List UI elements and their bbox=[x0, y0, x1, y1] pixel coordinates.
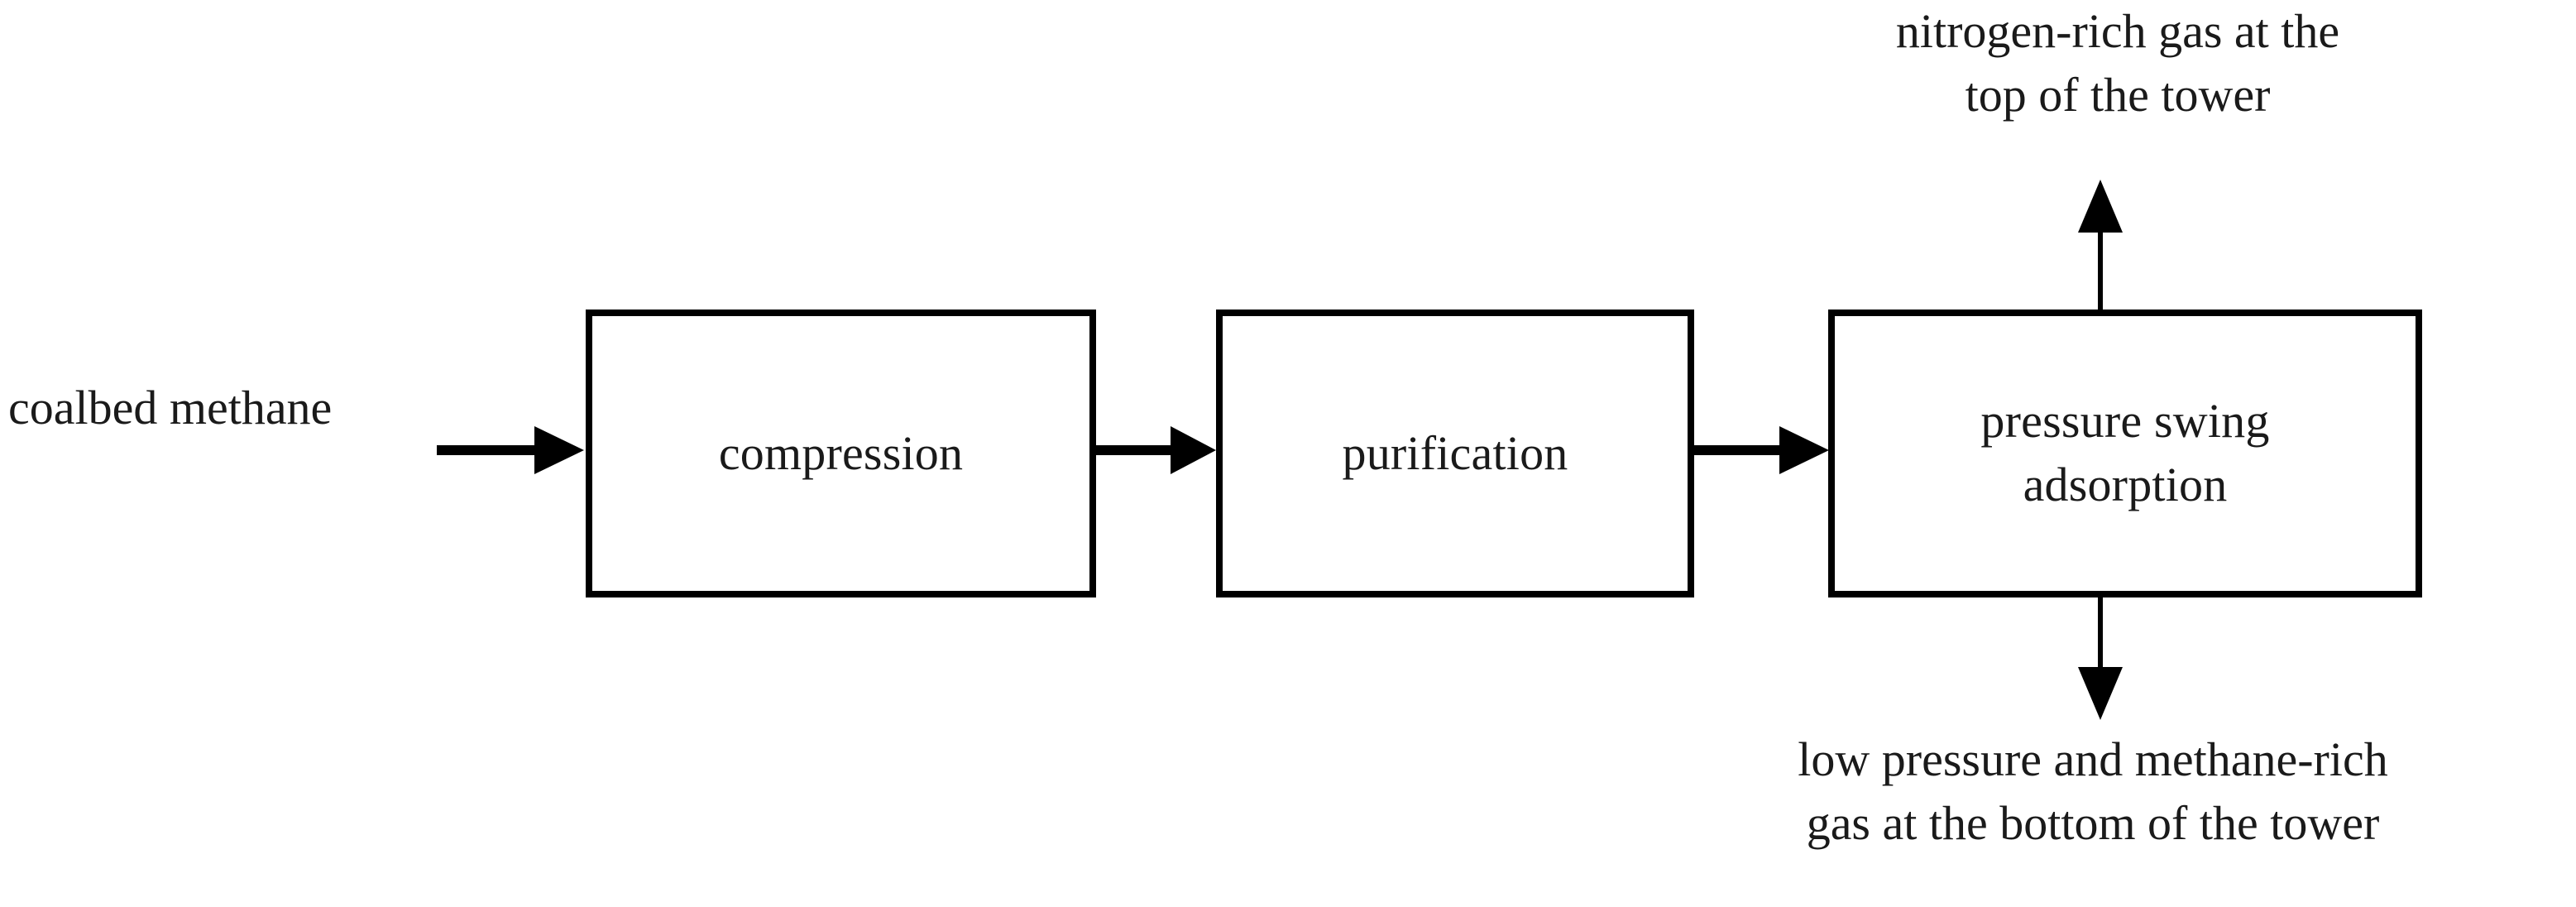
arrow-psa-to-bottom-product bbox=[2078, 594, 2123, 720]
bottom-product-stream-label: low pressure and methane-rich gas at the… bbox=[1798, 732, 2388, 850]
top-product-stream-label: nitrogen-rich gas at the top of the towe… bbox=[1895, 4, 2340, 122]
feed-stream-label: coalbed methane bbox=[8, 381, 333, 434]
arrow-purification-to-psa bbox=[1692, 426, 1829, 474]
process-box-pressure-swing-adsorption[interactable]: pressure swing adsorption bbox=[1828, 310, 2422, 597]
arrow-compression-to-purification bbox=[1094, 426, 1216, 474]
arrow-feed-to-compression bbox=[437, 426, 584, 474]
process-box-purification[interactable]: purification bbox=[1216, 310, 1694, 597]
process-box-compression[interactable]: compression bbox=[586, 310, 1096, 597]
process-box-compression-label: compression bbox=[718, 425, 964, 480]
arrow-psa-to-top-product bbox=[2078, 180, 2123, 314]
process-box-psa-label: pressure swing adsorption bbox=[1980, 394, 2270, 511]
process-box-purification-label: purification bbox=[1342, 425, 1568, 480]
